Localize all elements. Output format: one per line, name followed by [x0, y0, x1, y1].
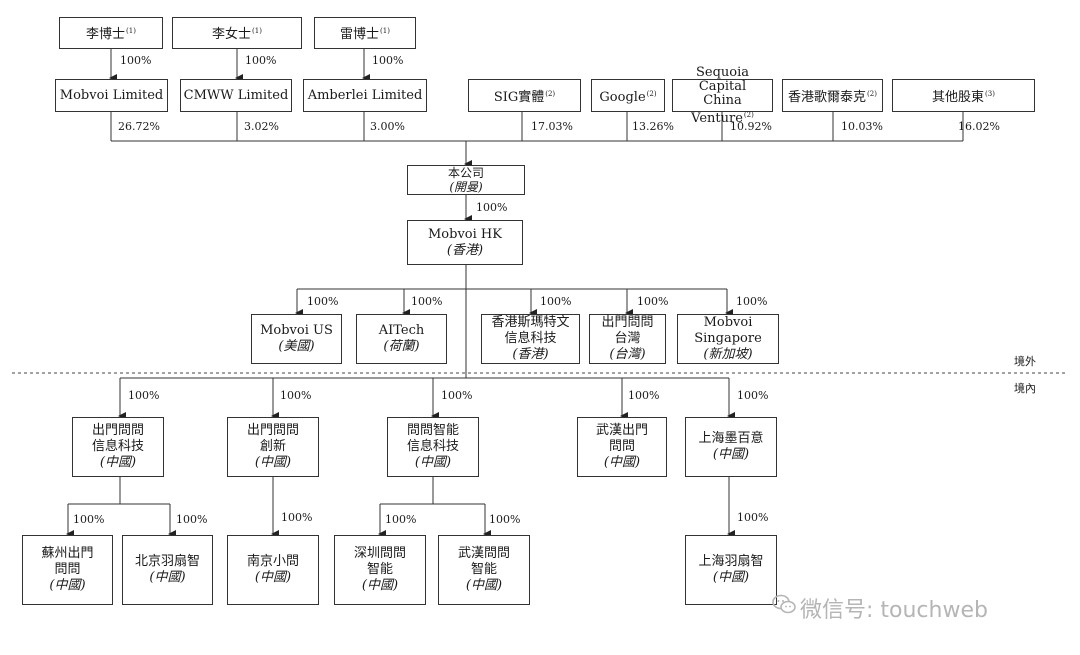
entity-mobvoi-limited: Mobvoi Limited — [55, 79, 168, 112]
ownership-pct: 13.26% — [632, 120, 674, 133]
ownership-pct: 100% — [628, 389, 660, 402]
ownership-pct: 100% — [476, 201, 508, 214]
onshore-sub-subsidiary-box: 北京羽扇智 (中國) — [122, 535, 213, 605]
ownership-pct: 100% — [411, 295, 443, 308]
region-label-offshore: 境外 — [1014, 355, 1036, 368]
onshore-sub-subsidiary-box: 深圳問問 智能 (中國) — [334, 535, 426, 605]
entity-amberlei-limited: Amberlei Limited — [303, 79, 427, 112]
onshore-subsidiary-box: 武漢出門 問問 (中國) — [577, 417, 667, 477]
entity-cmww-limited: CMWW Limited — [180, 79, 292, 112]
onshore-subsidiary-box: 問問智能 信息科技 (中國) — [387, 417, 479, 477]
offshore-subsidiary-box: Mobvoi US (美國) — [251, 314, 342, 364]
ownership-pct: 100% — [737, 511, 769, 524]
offshore-subsidiary-box: Mobvoi Singapore (新加坡) — [677, 314, 779, 364]
ownership-pct: 100% — [372, 54, 404, 67]
mobvoi-hk-box: Mobvoi HK (香港) — [407, 220, 523, 265]
ownership-pct: 10.92% — [730, 120, 772, 133]
onshore-subsidiary-box: 出門問問 創新 (中國) — [227, 417, 319, 477]
ownership-pct: 100% — [176, 513, 208, 526]
entity-goertek-hk: 香港歌爾泰克(2) — [782, 79, 883, 112]
onshore-sub-subsidiary-box: 南京小問 (中國) — [227, 535, 319, 605]
ownership-pct: 100% — [540, 295, 572, 308]
ownership-pct: 100% — [120, 54, 152, 67]
ownership-pct: 100% — [307, 295, 339, 308]
ownership-pct: 100% — [489, 513, 521, 526]
shareholder-box: 李博士(1) — [59, 17, 163, 49]
company-box: 本公司 (開曼) — [407, 165, 525, 195]
ownership-pct: 100% — [637, 295, 669, 308]
offshore-subsidiary-box: AITech (荷蘭) — [356, 314, 447, 364]
ownership-pct: 100% — [280, 389, 312, 402]
offshore-subsidiary-box: 出門問問 台灣 (台灣) — [589, 314, 666, 364]
ownership-pct: 100% — [736, 295, 768, 308]
ownership-pct: 100% — [245, 54, 277, 67]
ownership-pct: 100% — [281, 511, 313, 524]
entity-other-shareholders: 其他股東(3) — [892, 79, 1035, 112]
ownership-pct: 3.00% — [370, 120, 405, 133]
onshore-sub-subsidiary-box: 蘇州出門 問問 (中國) — [22, 535, 113, 605]
ownership-pct: 100% — [73, 513, 105, 526]
entity-google: Google(2) — [591, 79, 665, 112]
ownership-pct: 16.02% — [958, 120, 1000, 133]
watermark: 微信号: touchweb — [800, 598, 988, 623]
region-label-onshore: 境內 — [1014, 382, 1036, 395]
wechat-icon — [772, 594, 796, 614]
onshore-sub-subsidiary-box: 武漢問問 智能 (中國) — [438, 535, 530, 605]
entity-sequoia: Sequoia Capital China Venture(2) — [672, 65, 773, 125]
onshore-subsidiary-box: 上海墨百意 (中國) — [685, 417, 777, 477]
onshore-subsidiary-box: 出門問問 信息科技 (中國) — [72, 417, 164, 477]
ownership-pct: 10.03% — [841, 120, 883, 133]
ownership-pct: 26.72% — [118, 120, 160, 133]
ownership-pct: 100% — [128, 389, 160, 402]
onshore-sub-subsidiary-box: 上海羽扇智 (中國) — [685, 535, 777, 605]
entity-sig: SIG實體(2) — [468, 79, 581, 112]
ownership-pct: 100% — [737, 389, 769, 402]
ownership-pct: 100% — [385, 513, 417, 526]
ownership-pct: 17.03% — [531, 120, 573, 133]
ownership-pct: 100% — [441, 389, 473, 402]
shareholder-box: 雷博士(1) — [314, 17, 416, 49]
ownership-pct: 3.02% — [244, 120, 279, 133]
offshore-subsidiary-box: 香港斯瑪特文 信息科技 (香港) — [481, 314, 580, 364]
shareholder-box: 李女士(1) — [172, 17, 302, 49]
